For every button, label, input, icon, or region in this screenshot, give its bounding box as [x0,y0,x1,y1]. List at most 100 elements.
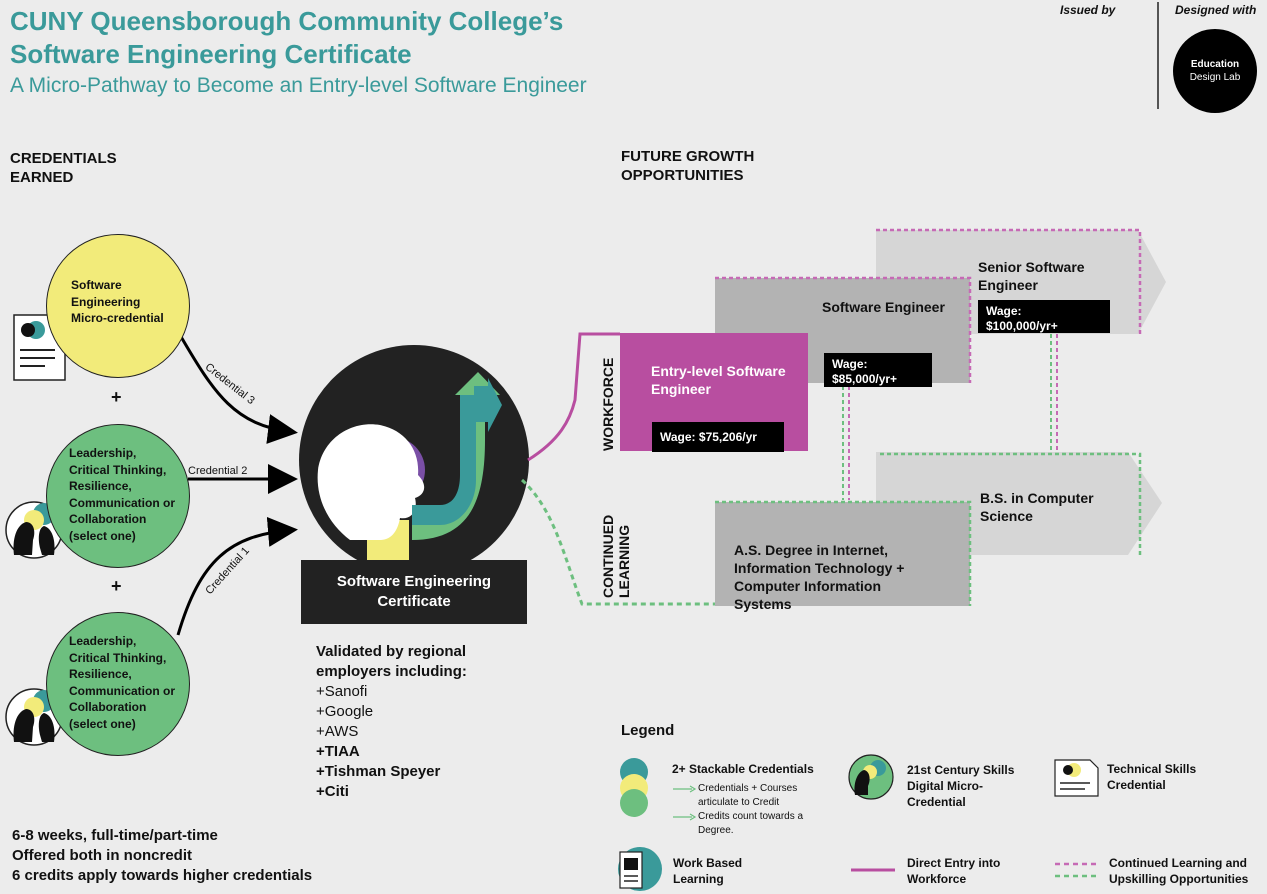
validated-line-2: employers including: [316,663,467,680]
teal-arrow-head [474,378,502,432]
credential-1-line: (select one) [69,716,136,731]
legend-skills-label: 21st Century Skills Digital Micro- Crede… [907,762,1014,810]
entry-title-line-1: Entry-level Software [651,363,786,379]
continued-label-line-2: LEARNING [616,524,632,598]
stack-note-2-line-1: Credits count towards a [698,811,804,822]
as-degree-title: A.S. Degree in Internet, Information Tec… [734,541,904,613]
logo-line-1: Education [1190,59,1240,70]
senior-title-line-2: Engineer [978,277,1038,293]
credential-1-line: Leadership, [69,634,137,648]
program-detail-line: Offered both in noncredit [12,847,192,864]
software-engineer-title: Software Engineer [822,299,945,315]
senior-wage-line-2: $100,000/yr+ [986,319,1058,333]
as-degree-line: Systems [734,596,792,612]
as-degree-box [715,502,970,606]
credential-1-line: Resilience, [69,667,132,681]
credential-2-circle: Leadership, Critical Thinking, Resilienc… [46,424,190,568]
wbl-label-line-2: Learning [673,872,724,886]
education-design-lab-logo: Education Design Lab [1173,29,1257,113]
credential-1-text: Leadership, Critical Thinking, Resilienc… [69,633,175,732]
credential-3-connector [178,334,298,444]
program-detail-line: 6 credits apply towards higher credentia… [12,867,313,884]
direct-label-line-2: Workforce [907,872,967,886]
validated-line-1: Validated by regional [316,643,467,660]
head-silhouette [317,424,425,540]
header-divider [1157,2,1159,109]
senior-wage-line-1: Wage: [986,304,1022,318]
swe-wage-line-2: $85,000/yr+ [832,372,898,386]
program-details: 6-8 weeks, full-time/part-time Offered b… [12,826,312,886]
continued-legend-line-2: Upskilling Opportunities [1109,872,1249,886]
credential-3-line: Software [71,278,122,292]
certificate-label: Software Engineering Certificate [301,560,527,624]
employer-item: +Tishman Speyer [316,763,441,780]
plus-sign: + [111,387,122,407]
legend-stackable-label: 2+ Stackable Credentials [672,762,814,776]
credential-3-line: Engineering [71,294,141,309]
legend-skills-icon [848,754,894,800]
employer-item: +AWS [316,723,359,740]
software-engineer-wage: Wage: $85,000/yr+ [824,353,932,387]
legend-technical-label: Technical Skills Credential [1107,761,1196,793]
credential-2-label: Credential 2 [188,465,248,477]
senior-engineer-wage: Wage: $100,000/yr+ [978,300,1110,333]
certificate-line-1: Software Engineering [336,573,492,590]
title-line-1: CUNY Queensborough Community College’s [10,6,564,36]
skills-label-line-1: 21st Century Skills [907,763,1015,777]
legend-stack-note-1: Credentials + Courses articulate to Cred… [698,782,797,810]
continued-learning-line [520,478,715,606]
entry-level-wage: Wage: $75,206/yr [652,422,784,452]
upskill-dash-green-1 [880,452,1142,555]
swe-wage-line-1: Wage: [832,357,868,371]
employer-item: +Citi [316,783,349,800]
designed-with-label: Designed with [1175,3,1257,17]
legend-title: Legend [621,722,675,739]
bs-degree-line-1: B.S. in Computer [980,490,1094,506]
credential-1-circle: Leadership, Critical Thinking, Resilienc… [46,612,190,756]
credential-2-line: (select one) [69,528,136,543]
skills-icon-2 [5,688,63,746]
legend-stack-icon [620,758,648,817]
page-subtitle: A Micro-Pathway to Become an Entry-level… [10,74,587,97]
credential-2-line: Collaboration [69,512,147,526]
technical-label-line-1: Technical Skills [1107,762,1197,776]
credential-2-text: Leadership, Critical Thinking, Resilienc… [69,445,175,544]
certificate-line-2: Certificate [377,593,451,610]
page-title: CUNY Queensborough Community College’s S… [10,5,563,71]
skills-label-line-2: Digital Micro- [907,779,984,793]
skills-label-line-3: Credential [907,795,966,809]
as-degree-line: A.S. Degree in Internet, [734,542,889,558]
upskill-dash-magenta-1 [715,276,972,383]
bs-degree-line-2: Science [980,508,1033,524]
technical-label-line-2: Credential [1107,778,1166,792]
credentials-earned-heading: CREDENTIALS EARNED [10,149,117,187]
continued-learning-label: CONTINUED LEARNING [600,515,632,598]
logo-line-2: Design Lab [1189,72,1241,83]
legend-direct-label: Direct Entry into Workforce [907,855,1000,887]
issued-by-label: Issued by [1060,3,1116,17]
upskill-dash-green-2 [715,500,972,606]
entry-title-line-2: Engineer [651,381,711,397]
employer-item: +TIAA [316,743,360,760]
continued-legend-line-1: Continued Learning and [1109,856,1247,870]
stack-note-1-line-2: articulate to Credit [698,797,780,808]
workforce-label: WORKFORCE [600,357,616,451]
employer-item: +Sanofi [316,683,368,700]
future-heading-line-1: FUTURE GROWTH [621,148,755,165]
direct-label-line-1: Direct Entry into [907,856,1001,870]
employer-item: +Google [316,703,374,720]
program-detail-line: 6-8 weeks, full-time/part-time [12,827,218,844]
credential-3-text: Software Engineering Micro-credential [71,277,164,327]
future-growth-heading: FUTURE GROWTH OPPORTUNITIES [621,147,754,185]
credential-3-circle: Software Engineering Micro-credential [46,234,190,378]
credential-2-line: Leadership, [69,446,137,460]
legend-wbl-icon [618,847,662,891]
future-heading-line-2: OPPORTUNITIES [621,167,744,184]
direct-entry-line [527,332,620,462]
wbl-label-line-1: Work Based [673,856,743,870]
legend-wbl-label: Work Based Learning [673,855,742,887]
credential-2-line: Resilience, [69,479,132,493]
credentials-heading-line-2: EARNED [10,169,74,186]
stack-note-1-line-1: Credentials + Courses [698,783,798,794]
